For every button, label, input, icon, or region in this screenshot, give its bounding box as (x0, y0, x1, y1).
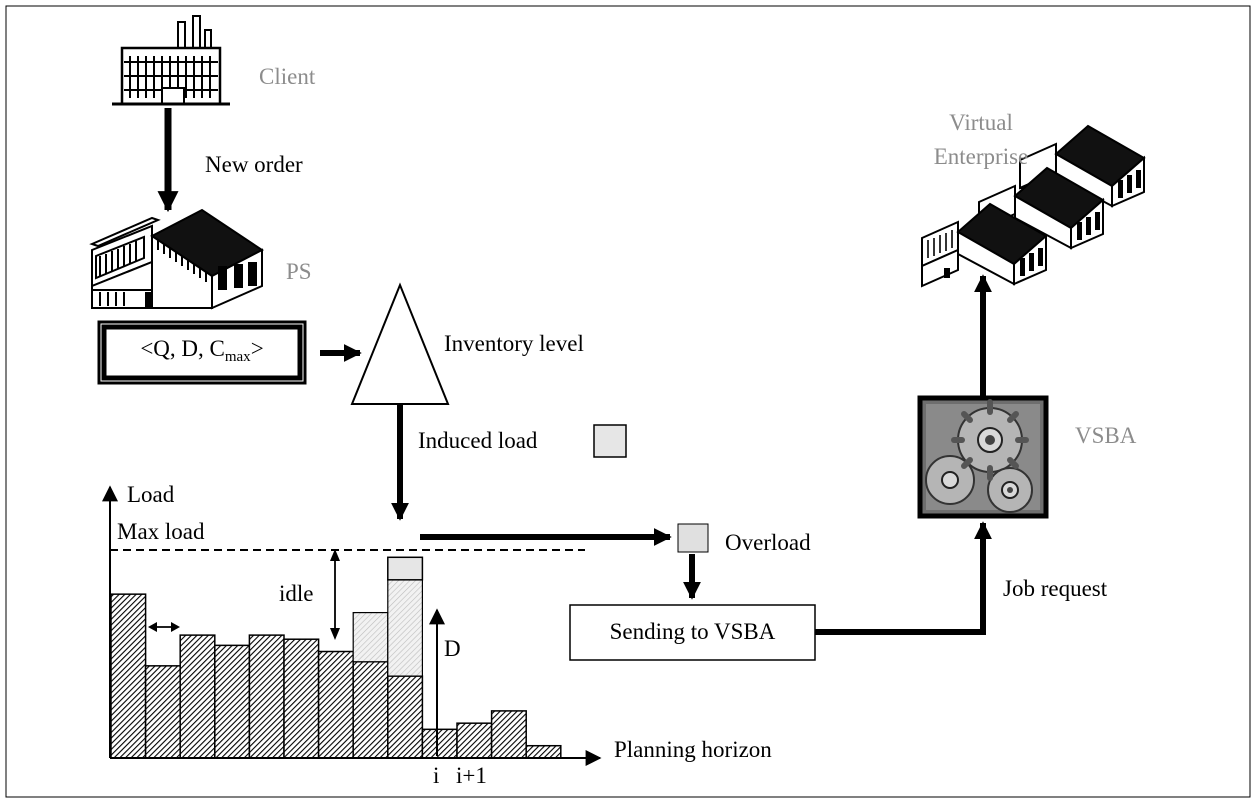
ps-factory-icon (89, 208, 264, 310)
job-request-label: Job request (1003, 576, 1108, 601)
new-order-label: New order (205, 152, 303, 177)
load-bar (317, 650, 354, 759)
vsba-gears-icon (917, 395, 1049, 519)
load-axis-label: Load (127, 482, 175, 507)
gap-indicator (148, 622, 180, 632)
added-load-bar (387, 579, 423, 677)
ps-label: PS (286, 259, 312, 284)
induced-load-label: Induced load (418, 428, 538, 453)
idle-label: idle (279, 581, 314, 606)
max-load-label: Max load (117, 519, 205, 544)
load-chart (110, 556, 562, 759)
load-bar (490, 710, 527, 759)
order-tuple-box (97, 320, 307, 385)
planning-horizon-label: Planning horizon (614, 737, 772, 762)
load-bar (352, 660, 389, 759)
load-bar (179, 634, 216, 759)
load-bar (110, 593, 147, 759)
virtual-enterprise-icon (921, 124, 1146, 288)
page-frame (5, 5, 1251, 798)
load-bar (283, 638, 320, 759)
induced-load-swatch (593, 424, 627, 458)
virtual-enterprise-line2: Enterprise (933, 144, 1029, 169)
sending-box (569, 604, 816, 661)
overload-box (677, 523, 709, 553)
load-bar (525, 744, 562, 759)
client-label: Client (259, 64, 316, 89)
load-bar (421, 728, 458, 759)
load-bar (248, 634, 285, 759)
client-factory-icon (112, 15, 230, 106)
order-tuple-label: <Q, D, Cmax> (140, 336, 264, 365)
tick-i1-label: i+1 (456, 763, 487, 788)
sending-to-vsba-label: Sending to VSBA (609, 619, 776, 644)
load-bar (144, 665, 181, 759)
virtual-enterprise-line1: Virtual (949, 110, 1013, 135)
vsba-label: VSBA (1075, 423, 1137, 448)
inventory-triangle (350, 282, 450, 405)
added-load-bar (352, 611, 389, 663)
load-bar (456, 722, 493, 759)
load-bar (387, 675, 424, 759)
inventory-level-label: Inventory level (444, 331, 584, 356)
induced-load-bar (387, 556, 424, 581)
overload-label: Overload (725, 530, 811, 555)
tick-i-label: i (433, 763, 440, 788)
job-request-arrow (815, 521, 992, 635)
idle-indicator (330, 549, 340, 640)
load-bar (214, 644, 251, 759)
d-marker-label: D (444, 636, 461, 661)
